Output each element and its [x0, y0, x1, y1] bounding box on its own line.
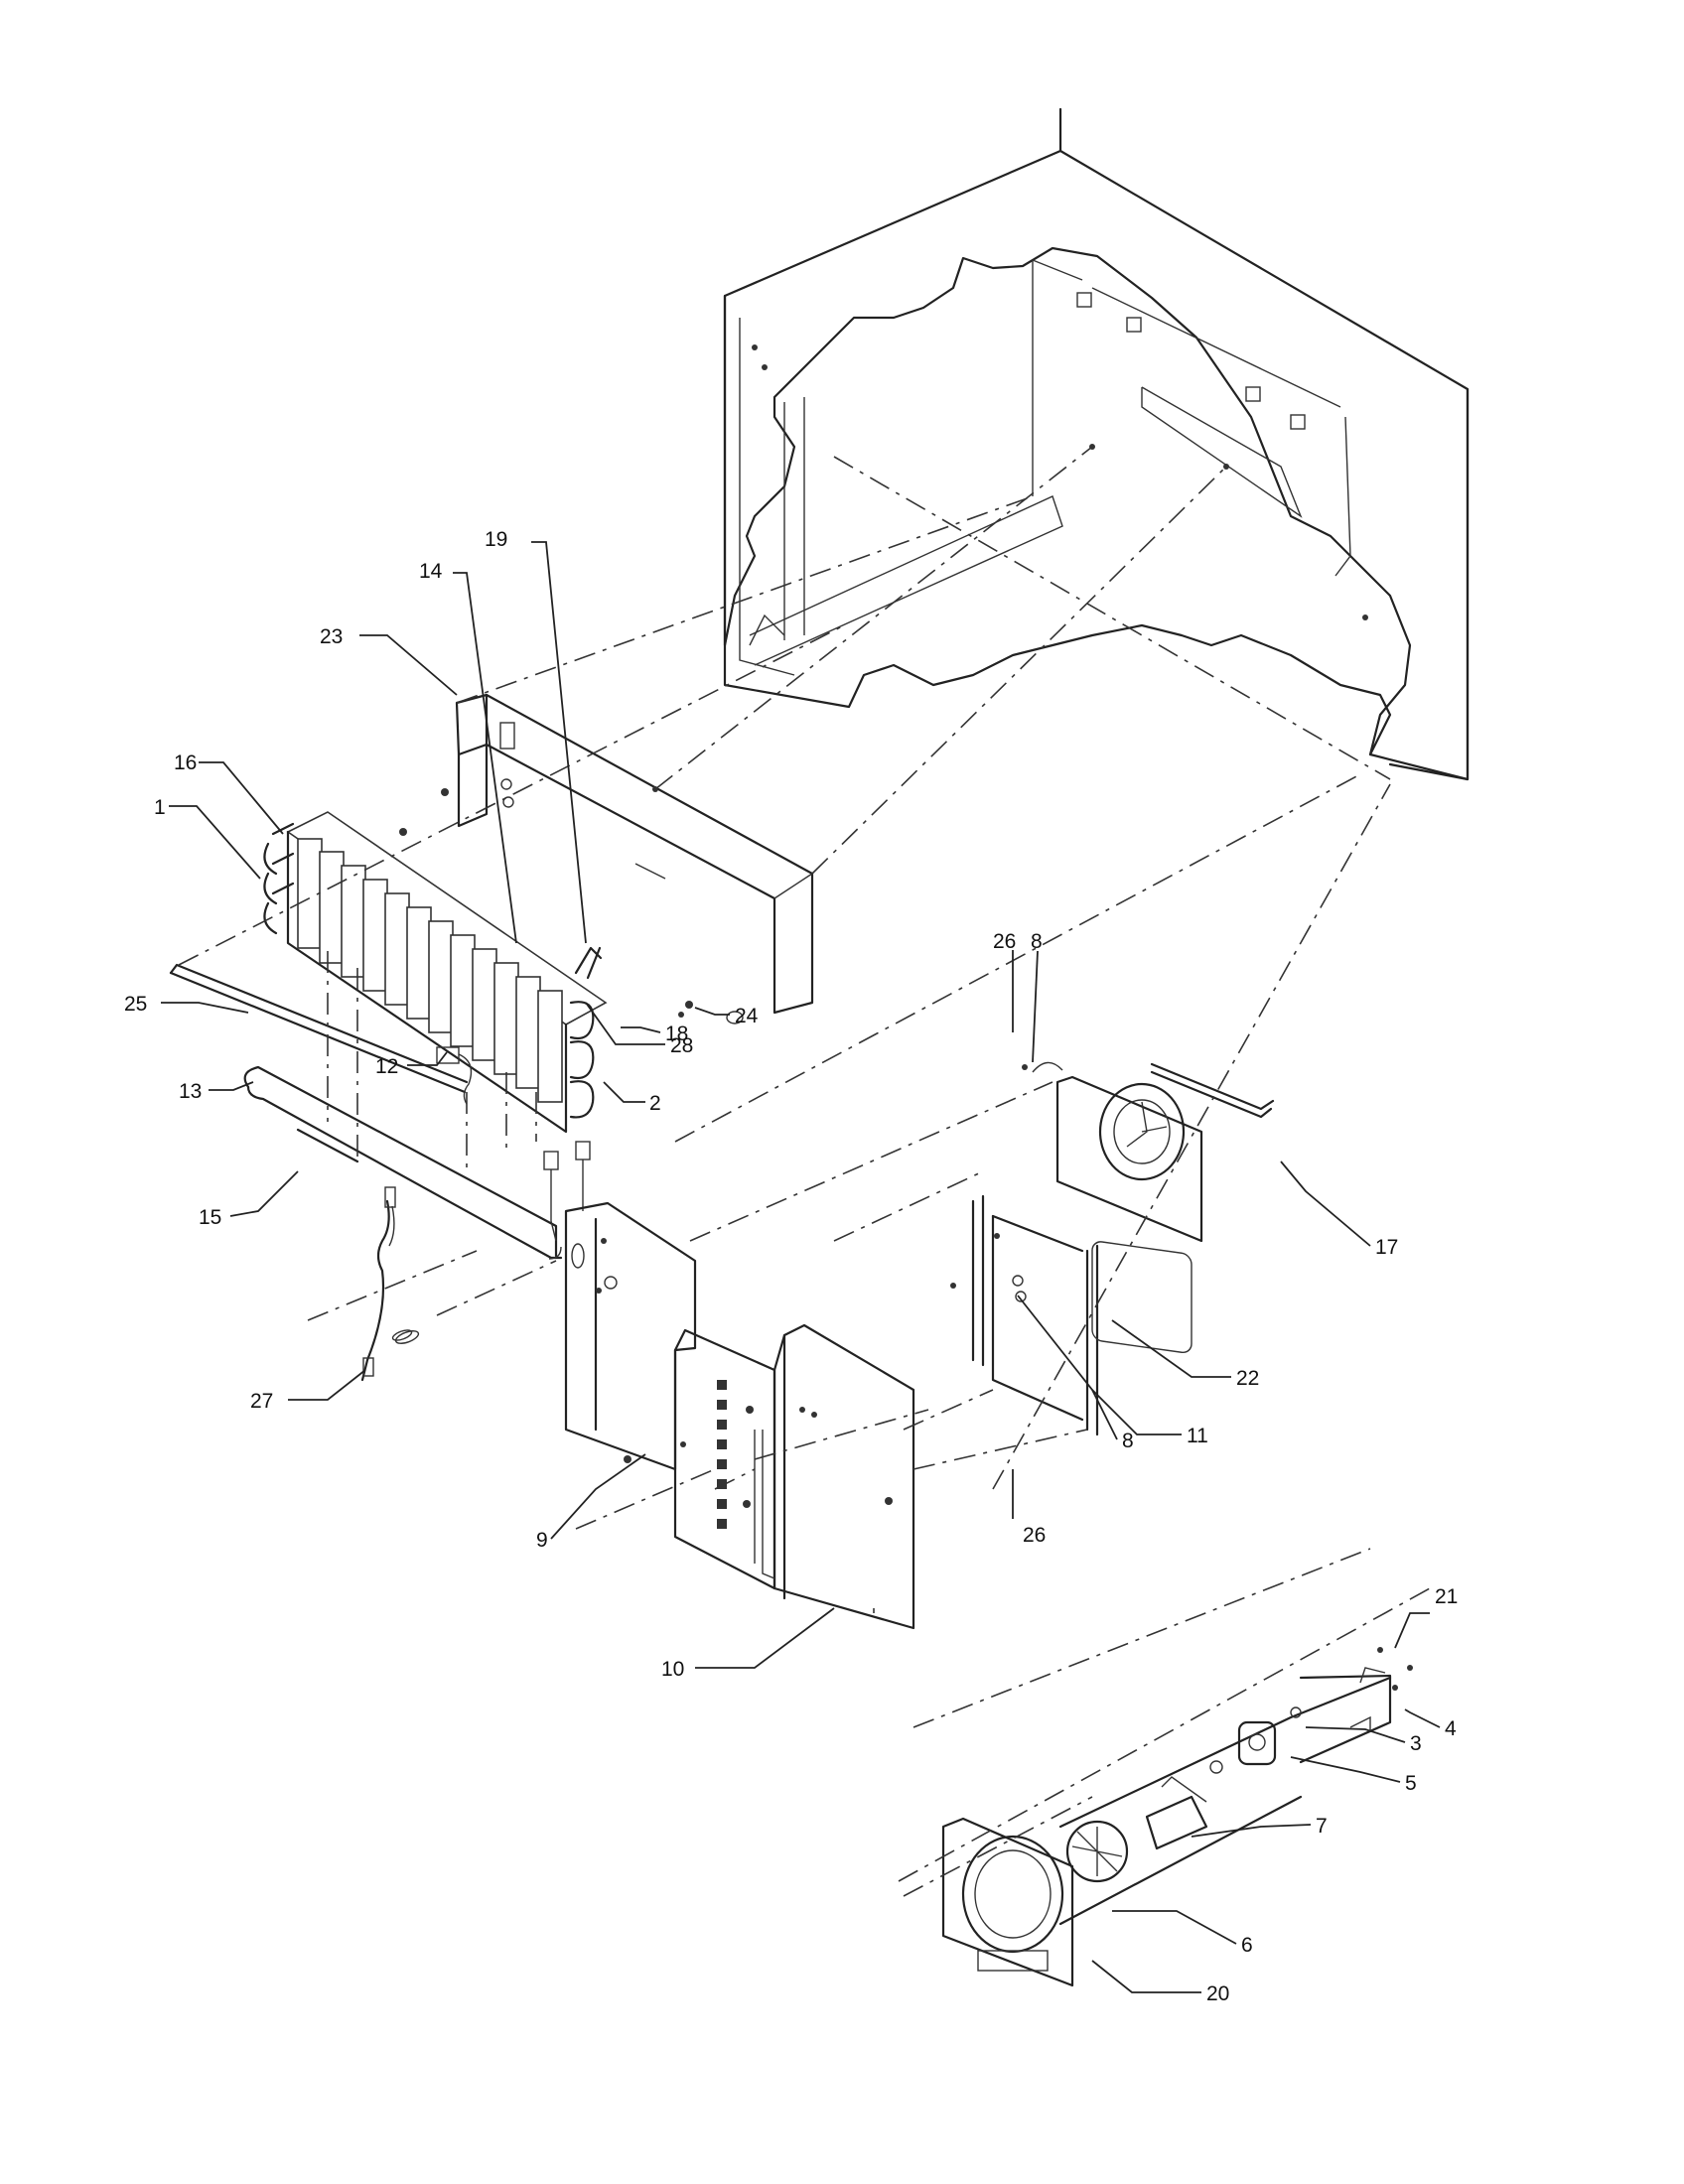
callout-27: 27	[250, 1390, 273, 1413]
callout-14: 14	[419, 560, 443, 583]
callout-23: 23	[320, 625, 343, 648]
callout-1: 1	[154, 796, 166, 819]
cabinet-liner	[723, 107, 1470, 781]
callout-19: 19	[485, 528, 507, 551]
callout-2: 2	[649, 1092, 661, 1115]
fasteners	[391, 788, 956, 1508]
callout-21: 21	[1435, 1585, 1458, 1608]
evaporator-panel	[564, 1201, 915, 1630]
callout-24: 24	[735, 1005, 759, 1027]
evaporator-fins	[297, 838, 563, 1103]
callout-22: 22	[1236, 1367, 1259, 1390]
callout-9: 9	[536, 1529, 548, 1552]
callout-11: 11	[1187, 1425, 1208, 1447]
callout-16: 16	[174, 751, 197, 774]
connectors	[543, 1141, 591, 1242]
callout-26-bottom: 26	[1023, 1524, 1046, 1547]
callout-25: 25	[124, 993, 147, 1016]
callout-17: 17	[1375, 1236, 1398, 1259]
callout-15: 15	[199, 1206, 221, 1229]
callout-8-top: 8	[1031, 930, 1043, 953]
callout-26-top: 26	[993, 930, 1016, 953]
evaporator-cover	[455, 693, 814, 1015]
callout-6: 6	[1241, 1934, 1253, 1957]
callout-4: 4	[1445, 1717, 1457, 1740]
callout-7: 7	[1316, 1815, 1328, 1838]
evaporator-coil	[263, 811, 608, 1134]
callout-10: 10	[661, 1658, 684, 1681]
leader-lines	[161, 541, 1441, 1993]
wire-harness	[360, 1186, 420, 1382]
callout-3: 3	[1410, 1732, 1422, 1755]
defrost-heater	[243, 1065, 563, 1260]
callout-18: 18	[665, 1023, 688, 1045]
callout-13: 13	[179, 1080, 202, 1103]
fan-bracket	[971, 1194, 1099, 1436]
callout-28: 28	[670, 1034, 693, 1057]
fan-motor-assembly	[941, 1647, 1413, 1987]
callout-12: 12	[375, 1055, 398, 1078]
drain-trough	[169, 963, 473, 1105]
callout-5: 5	[1405, 1772, 1417, 1795]
callout-20: 20	[1206, 1982, 1229, 2005]
fan-shroud-assembly	[1022, 1061, 1275, 1354]
callout-labels: 1 2 3 4 5 6 7 8 8 9 10 11 12 13 14 15 16…	[124, 528, 1458, 2005]
alignment-lines	[178, 446, 1431, 1897]
callout-8-bottom: 8	[1122, 1430, 1134, 1452]
